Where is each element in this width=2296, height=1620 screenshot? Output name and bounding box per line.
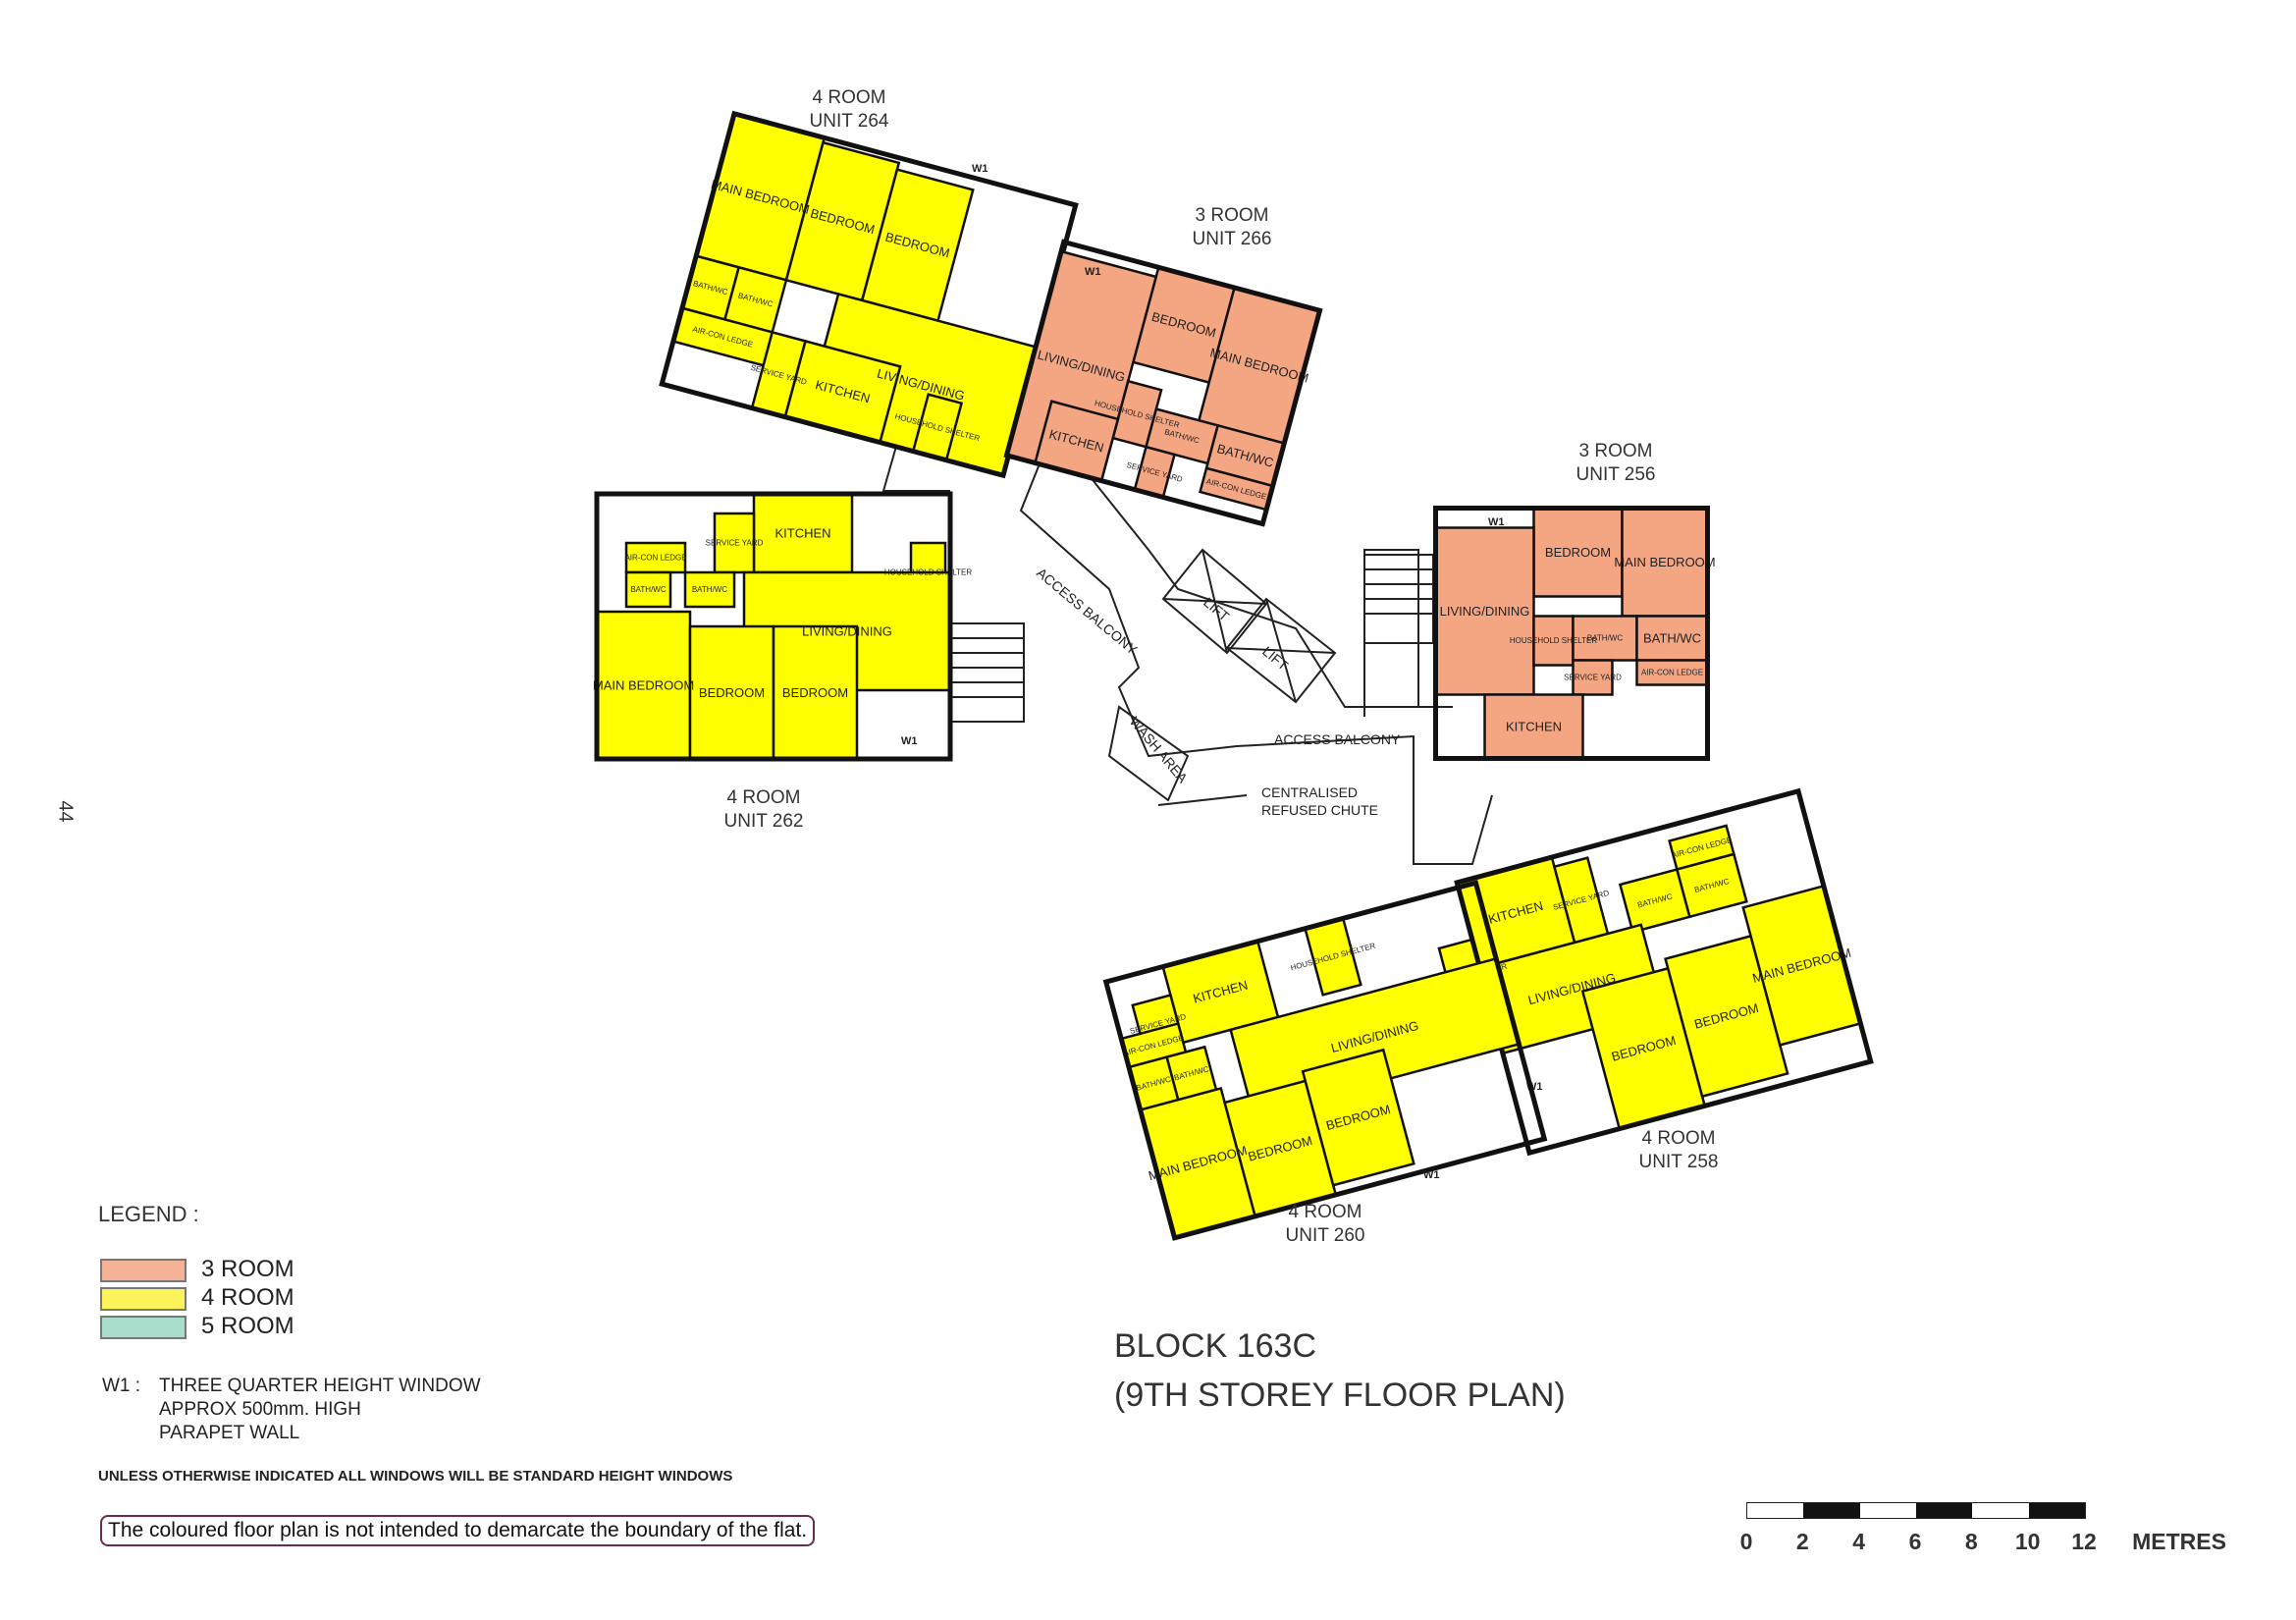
w1-window-label: W1 xyxy=(1488,516,1505,528)
room xyxy=(1635,659,1709,686)
unit-outline xyxy=(1433,506,1710,761)
refuse-chute-label: CENTRALISED xyxy=(1261,784,1358,800)
room-label: KITCHEN xyxy=(774,525,830,540)
unit-type-label: 3 ROOM xyxy=(1196,205,1269,226)
room-label: BEDROOM xyxy=(782,685,848,700)
scale-segment xyxy=(1747,1503,1804,1518)
scale-segment xyxy=(2028,1503,2085,1518)
room-label: MAIN BEDROOM xyxy=(593,677,694,692)
room-label: AIR-CON LEDGE xyxy=(1641,669,1703,677)
unit-264[interactable]: MAIN BEDROOMBEDROOMBEDROOMLIVING/DININGB… xyxy=(658,110,1079,479)
room-label: LIVING/DINING xyxy=(1440,604,1530,619)
scale-segment xyxy=(1916,1503,1973,1518)
room-label: KITCHEN xyxy=(1506,719,1562,733)
room-label: HOUSEHOLD SHELTER xyxy=(884,568,972,577)
legend-swatch-4-room xyxy=(100,1287,187,1311)
unit-type-label: 4 ROOM xyxy=(813,87,886,108)
unit-type-label: 3 ROOM xyxy=(1579,441,1653,461)
unit-number-label: UNIT 256 xyxy=(1576,464,1656,485)
scale-bar xyxy=(1746,1502,2086,1519)
unit-number-label: UNIT 258 xyxy=(1639,1152,1719,1172)
room xyxy=(1675,852,1748,919)
unit-number-label: UNIT 262 xyxy=(724,811,804,832)
disclaimer-box: The coloured floor plan is not intended … xyxy=(100,1515,816,1546)
room-label: BEDROOM xyxy=(699,685,765,700)
w1-window-label: W1 xyxy=(1085,266,1101,278)
room-label: AIR-CON LEDGE xyxy=(624,554,686,563)
room-label: BEDROOM xyxy=(1545,545,1611,560)
room-label: MAIN BEDROOM xyxy=(1614,555,1715,569)
scale-tick-label: 8 xyxy=(1964,1529,1978,1554)
w1-window-label: W1 xyxy=(1423,1169,1440,1181)
access-balcony-label: ACCESS BALCONY xyxy=(1034,565,1141,658)
unit-type-label: 4 ROOM xyxy=(1642,1128,1716,1149)
scale-tick-label: 2 xyxy=(1795,1529,1809,1554)
common-corridor xyxy=(881,421,1493,865)
scale-tick-label: 4 xyxy=(1852,1529,1866,1554)
room-label: SERVICE YARD xyxy=(1564,674,1622,682)
legend-swatch-5-room xyxy=(100,1316,187,1339)
legend-swatch-3-room xyxy=(100,1259,187,1282)
legend-title: LEGEND : xyxy=(98,1202,199,1226)
scale-segment xyxy=(1859,1503,1916,1518)
block-title: BLOCK 163C xyxy=(1114,1327,1316,1365)
legend-label-3-room: 3 ROOM xyxy=(201,1256,294,1282)
w1-window-label: W1 xyxy=(901,735,918,747)
room-label: LIVING/DINING xyxy=(802,623,892,638)
standard-window-note: UNLESS OTHERWISE INDICATED ALL WINDOWS W… xyxy=(98,1468,733,1485)
room-label: HOUSEHOLD SHELTER xyxy=(1510,636,1597,645)
w1-note-line: PARAPET WALL xyxy=(159,1423,300,1443)
room xyxy=(1301,1048,1415,1187)
unit-number-label: UNIT 260 xyxy=(1286,1225,1365,1246)
unit-262[interactable]: KITCHEN SERVICE YARD AIR-CON LEDGE BATH/WC B… xyxy=(593,491,972,762)
unit-number-label: UNIT 264 xyxy=(810,111,889,132)
w1-note-line: APPROX 500mm. HIGH xyxy=(159,1399,361,1420)
scale-segment xyxy=(1972,1503,2029,1518)
access-balcony-label: ACCESS BALCONY xyxy=(1274,731,1401,747)
scale-tick-label: 10 xyxy=(2014,1529,2041,1554)
refuse-chute-label: REFUSED CHUTE xyxy=(1261,802,1378,818)
scale-unit-label: METRES xyxy=(2132,1529,2226,1554)
unit-type-label: 4 ROOM xyxy=(1289,1202,1362,1222)
unit-outline xyxy=(1102,880,1548,1241)
room xyxy=(688,624,775,761)
scale-segment xyxy=(1803,1503,1860,1518)
room xyxy=(1621,507,1709,618)
scale-tick-label: 0 xyxy=(1739,1529,1753,1554)
room xyxy=(1572,659,1614,696)
room xyxy=(1483,693,1584,760)
room-label: BATH/WC xyxy=(630,585,667,594)
room-label: BATH/WC xyxy=(692,585,728,594)
legend-label-4-room: 4 ROOM xyxy=(201,1284,294,1311)
unit-outline xyxy=(1003,239,1323,527)
scale-tick-label: 12 xyxy=(2071,1529,2097,1554)
room-label: BATH/WC xyxy=(1643,630,1701,645)
scale-tick-label: 6 xyxy=(1908,1529,1922,1554)
w1-window-label: W1 xyxy=(972,163,988,175)
unit-outline xyxy=(594,491,953,762)
room xyxy=(683,570,736,609)
room xyxy=(1532,615,1575,667)
page-number: 44 xyxy=(54,800,77,823)
room-label: BATH/WC xyxy=(1587,634,1624,643)
storey-title: (9TH STOREY FLOOR PLAN) xyxy=(1114,1377,1566,1414)
legend-label-5-room: 5 ROOM xyxy=(201,1313,294,1339)
common-labels: ACCESS BALCONY ACCESS BALCONY WASH AREA … xyxy=(1034,565,1401,818)
unit-type-label: 4 ROOM xyxy=(727,787,801,808)
w1-key: W1 : xyxy=(102,1376,141,1396)
room-label: SERVICE YARD xyxy=(706,539,764,548)
room xyxy=(624,570,672,609)
w1-note-line: THREE QUARTER HEIGHT WINDOW xyxy=(159,1376,481,1396)
room xyxy=(1572,615,1638,662)
unit-number-label: UNIT 266 xyxy=(1193,229,1272,249)
